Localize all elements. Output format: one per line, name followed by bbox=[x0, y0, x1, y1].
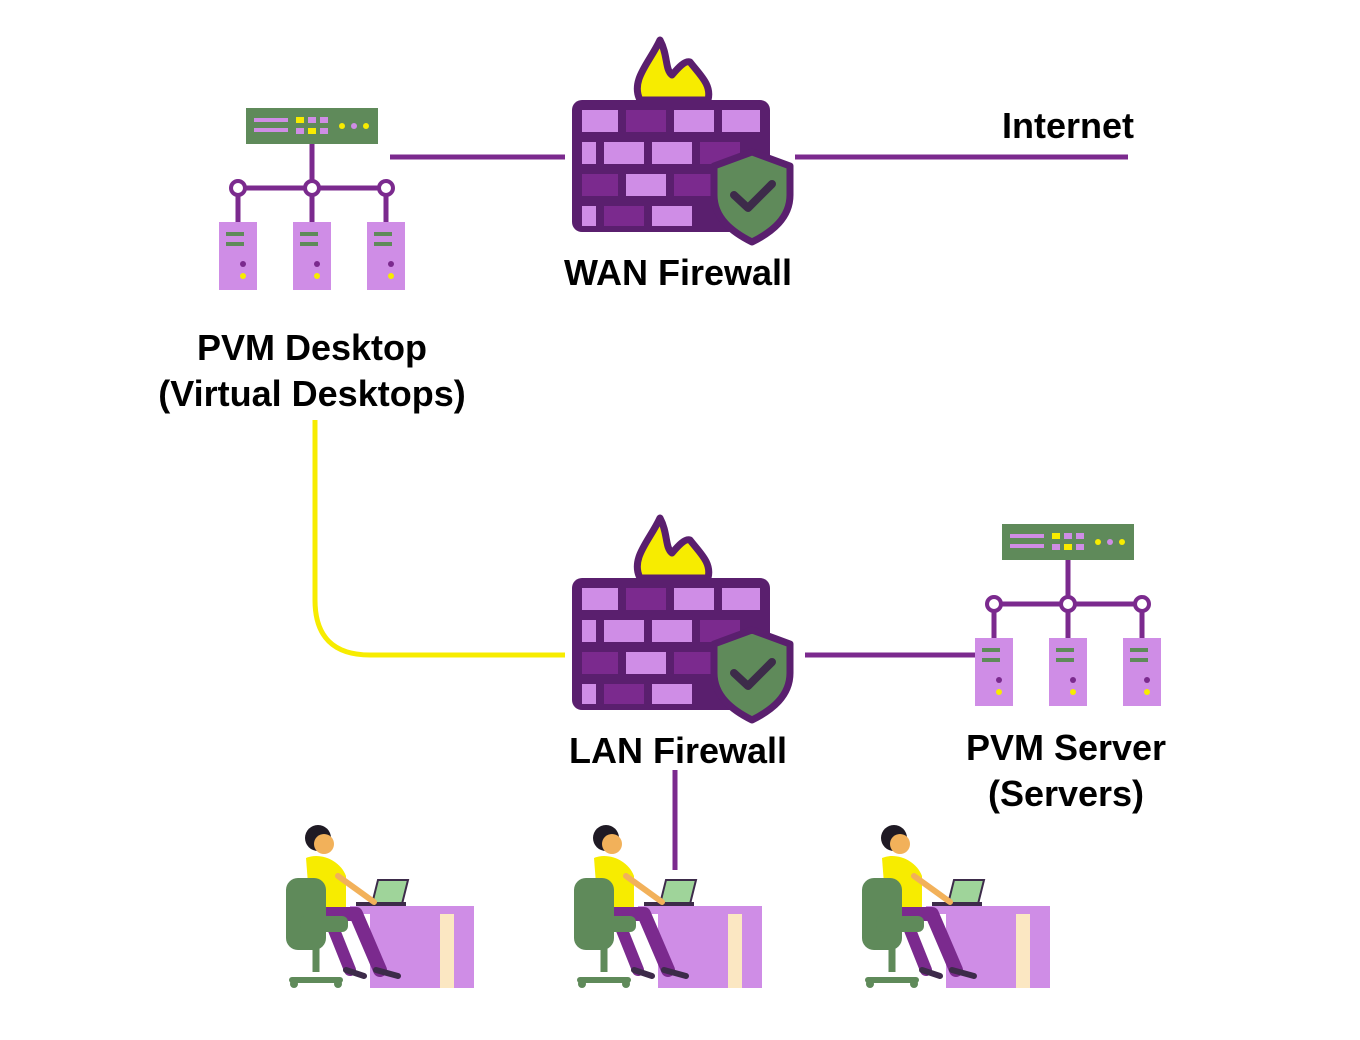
server-cluster-icon bbox=[219, 108, 405, 290]
pvm-server-sublabel: (Servers) bbox=[987, 773, 1145, 814]
pvm-desktop-label: PVM Desktop bbox=[196, 327, 428, 368]
server-cluster-icon bbox=[975, 524, 1161, 706]
user-workstation-icon bbox=[574, 825, 762, 988]
firewall-icon bbox=[572, 40, 790, 242]
user-workstation-icon bbox=[286, 825, 474, 988]
pvm-server-label: PVM Server bbox=[965, 727, 1167, 768]
pvm-desktop-sublabel: (Virtual Desktops) bbox=[158, 373, 466, 414]
user-workstation-icon bbox=[862, 825, 1050, 988]
lan-firewall-label: LAN Firewall bbox=[568, 730, 788, 771]
wan-firewall-label: WAN Firewall bbox=[563, 252, 793, 293]
internet-label: Internet bbox=[1001, 105, 1134, 146]
link-desktop-to-lan bbox=[312, 420, 565, 658]
firewall-icon bbox=[572, 518, 790, 720]
